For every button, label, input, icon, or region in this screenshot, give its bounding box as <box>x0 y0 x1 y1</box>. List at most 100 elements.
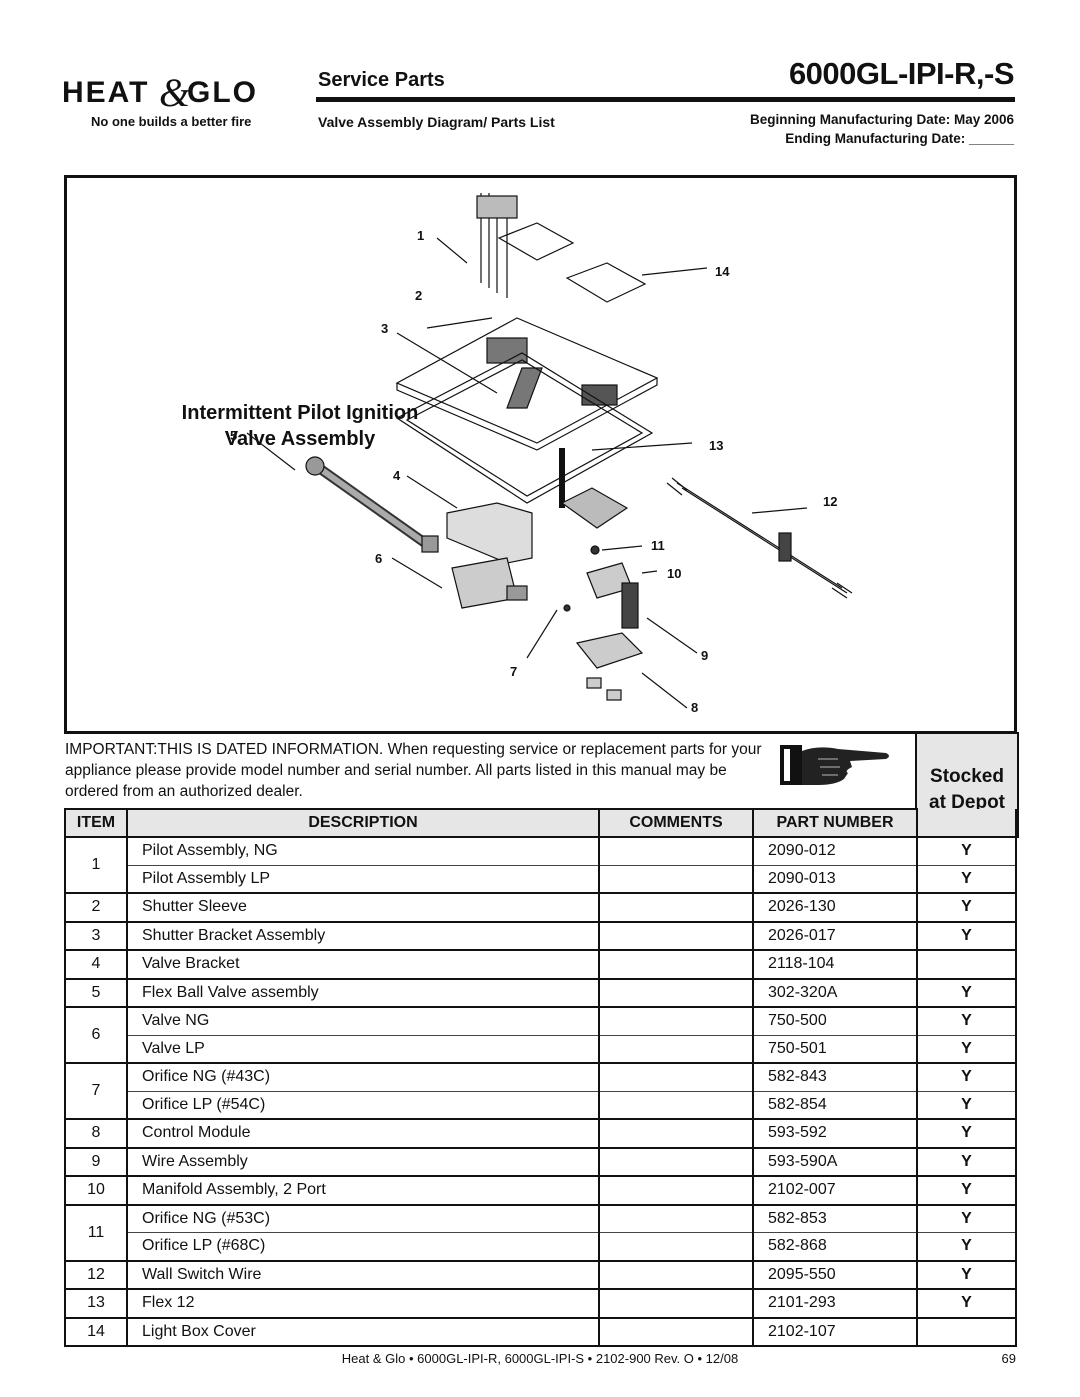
callout-11: 11 <box>651 538 665 553</box>
part-number: 2095-550 <box>752 1259 918 1290</box>
stocked-flag: Y <box>916 1034 1017 1064</box>
svg-text:GLO: GLO <box>187 76 258 109</box>
stocked-flag: Y <box>916 1259 1017 1290</box>
description: Orifice LP (#54C) <box>126 1090 600 1120</box>
item-number: 11 <box>64 1203 128 1261</box>
page-number: 69 <box>1001 1351 1016 1366</box>
callout-6: 6 <box>375 551 383 566</box>
item-number: 7 <box>64 1062 128 1120</box>
callout-8: 8 <box>691 700 699 715</box>
stocked-flag: Y <box>916 1203 1017 1233</box>
description: Control Module <box>126 1118 600 1148</box>
comments <box>598 1288 754 1318</box>
stocked-flag: Y <box>916 1175 1017 1205</box>
item-number: 3 <box>64 920 128 951</box>
comments <box>598 1232 754 1261</box>
part-number: 2102-007 <box>752 1175 918 1205</box>
comments <box>598 1259 754 1290</box>
description: Orifice NG (#43C) <box>126 1062 600 1092</box>
comments <box>598 836 754 866</box>
diagram-title-line2: Valve Assembly <box>224 428 376 450</box>
part-number: 582-854 <box>752 1090 918 1120</box>
important-notice: IMPORTANT:THIS IS DATED INFORMATION. Whe… <box>65 741 762 800</box>
description: Orifice LP (#68C) <box>126 1232 600 1261</box>
begin-date: Beginning Manufacturing Date: May 2006 <box>749 112 1014 127</box>
item-number: 2 <box>64 892 128 922</box>
comments <box>598 1146 754 1177</box>
part-number: 2090-012 <box>752 836 918 866</box>
description: Shutter Bracket Assembly <box>126 920 600 951</box>
description: Wall Switch Wire <box>126 1259 600 1290</box>
header-rule <box>316 97 1015 102</box>
stocked-flag: Y <box>916 1146 1017 1177</box>
callout-4: 4 <box>393 468 401 483</box>
comments <box>598 1062 754 1092</box>
stocked-flag <box>916 949 1017 979</box>
stocked-flag: Y <box>916 864 1017 894</box>
description: Pilot Assembly LP <box>126 864 600 894</box>
item-number: 14 <box>64 1316 128 1347</box>
part-number: 2101-293 <box>752 1288 918 1318</box>
stocked-flag <box>916 1316 1017 1347</box>
table-header-row: ITEM DESCRIPTION COMMENTS PART NUMBER <box>64 808 1017 838</box>
description: Valve Bracket <box>126 949 600 979</box>
stocked-flag: Y <box>916 1232 1017 1261</box>
stocked-label-line1: Stocked <box>930 766 1004 787</box>
comments <box>598 1316 754 1347</box>
item-number: 1 <box>64 836 128 894</box>
stocked-label-line2: at Depot <box>929 792 1005 813</box>
footer: Heat & Glo • 6000GL-IPI-R, 6000GL-IPI-S … <box>341 1351 739 1366</box>
comments <box>598 864 754 894</box>
callout-10: 10 <box>667 566 682 581</box>
pointing-hand-icon <box>780 745 889 785</box>
svg-text:HEAT: HEAT <box>62 76 149 109</box>
callout-5: 5 <box>230 428 238 443</box>
part-number: 2118-104 <box>752 949 918 979</box>
model-number: 6000GL-IPI-R,-S <box>788 56 1015 91</box>
description: Wire Assembly <box>126 1146 600 1177</box>
part-number: 2102-107 <box>752 1316 918 1347</box>
column-header-description: DESCRIPTION <box>126 808 600 838</box>
part-number: 750-500 <box>752 1006 918 1036</box>
description: Shutter Sleeve <box>126 892 600 922</box>
callout-3: 3 <box>381 321 389 336</box>
svg-text:&: & <box>159 70 190 110</box>
end-date: Ending Manufacturing Date: ______ <box>785 131 1014 146</box>
stocked-flag: Y <box>916 836 1017 866</box>
part-number: 2026-130 <box>752 892 918 922</box>
part-number: 302-320A <box>752 977 918 1008</box>
stocked-flag: Y <box>916 1090 1017 1120</box>
comments <box>598 1118 754 1148</box>
part-number: 582-853 <box>752 1203 918 1233</box>
item-number: 12 <box>64 1259 128 1290</box>
description: Flex 12 <box>126 1288 600 1318</box>
description: Flex Ball Valve assembly <box>126 977 600 1008</box>
comments <box>598 920 754 951</box>
part-number: 582-868 <box>752 1232 918 1261</box>
description: Valve NG <box>126 1006 600 1036</box>
callout-2: 2 <box>415 288 423 303</box>
comments <box>598 1203 754 1233</box>
stocked-flag: Y <box>916 977 1017 1008</box>
column-header-item: ITEM <box>64 808 128 838</box>
diagram-frame: Intermittent Pilot Ignition Valve Assemb… <box>64 175 1017 734</box>
description: Manifold Assembly, 2 Port <box>126 1175 600 1205</box>
item-number: 8 <box>64 1118 128 1148</box>
item-number: 10 <box>64 1175 128 1205</box>
